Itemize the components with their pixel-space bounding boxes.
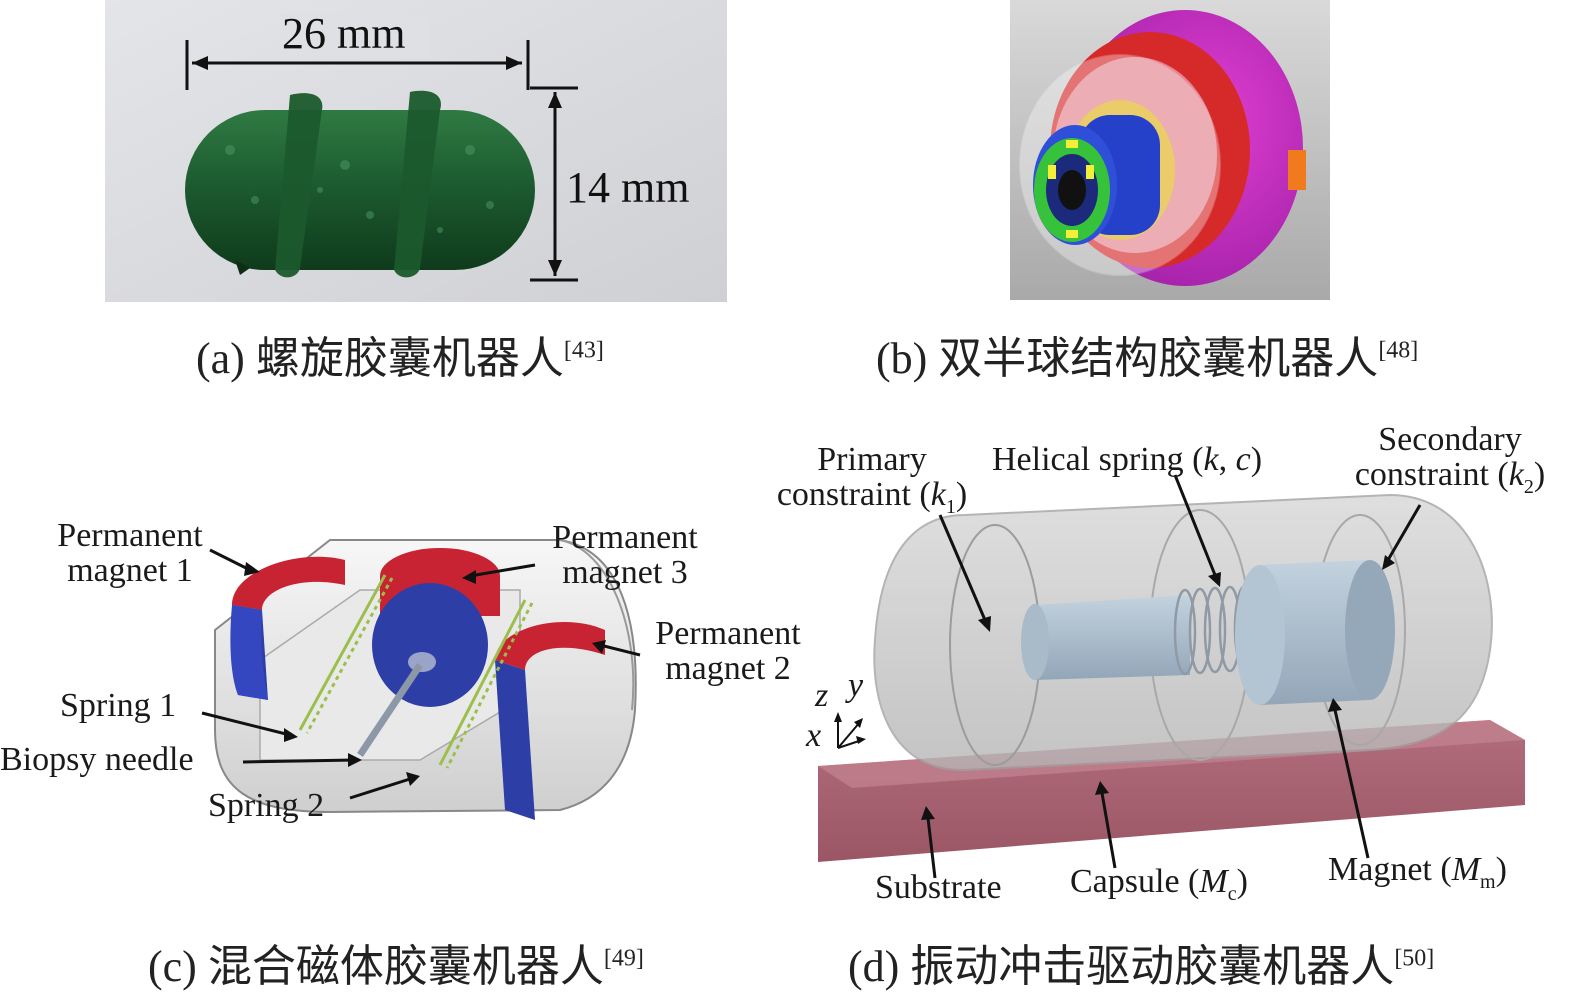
width-dimension-label: 26 mm bbox=[282, 8, 405, 59]
caption-d-text: (d) 振动冲击驱动胶囊机器人 bbox=[848, 942, 1394, 991]
label-pm3-line1: Permanent bbox=[535, 520, 715, 555]
label-secondary-k: k bbox=[1509, 456, 1524, 493]
label-secondary-constraint: Secondary constraint (k2) bbox=[1330, 422, 1570, 505]
label-helical-k: k bbox=[1204, 441, 1219, 478]
caption-c-ref: [49] bbox=[604, 945, 644, 971]
height-dimension-label: 14 mm bbox=[566, 162, 689, 213]
caption-b: (b) 双半球结构胶囊机器人[48] bbox=[876, 322, 1418, 386]
caption-a-text: (a) 螺旋胶囊机器人 bbox=[196, 334, 564, 383]
label-primary-line1: Primary bbox=[752, 442, 992, 477]
caption-d-ref: [50] bbox=[1394, 945, 1434, 971]
panel-b: (b) 双半球结构胶囊机器人[48] bbox=[790, 0, 1575, 390]
label-secondary-sub: 2 bbox=[1524, 476, 1534, 498]
label-helical-spring: Helical spring (k, c) bbox=[992, 442, 1262, 477]
label-magnet-sub: m bbox=[1480, 871, 1496, 893]
axis-y-text: y bbox=[848, 667, 863, 704]
label-capsule-sub: c bbox=[1228, 883, 1237, 905]
label-pm1-line1: Permanent bbox=[40, 518, 220, 553]
label-magnet: Magnet (Mm) bbox=[1328, 852, 1507, 900]
label-helical-c: c bbox=[1236, 441, 1251, 478]
label-pm1-line2: magnet 1 bbox=[40, 553, 220, 588]
caption-a-ref: [43] bbox=[564, 337, 604, 363]
label-spring-2: Spring 2 bbox=[208, 788, 324, 823]
label-secondary-line1: Secondary bbox=[1330, 422, 1570, 457]
label-magnet-m: M bbox=[1452, 851, 1480, 888]
label-magnet-prefix: Magnet ( bbox=[1328, 851, 1452, 888]
label-substrate: Substrate bbox=[875, 870, 1002, 905]
label-primary-prefix: constraint ( bbox=[777, 476, 931, 513]
axis-x-label: x bbox=[806, 718, 821, 753]
label-pm3-line2: magnet 3 bbox=[535, 555, 715, 590]
caption-c-text: (c) 混合磁体胶囊机器人 bbox=[148, 942, 604, 991]
label-primary-constraint: Primary constraint (k1) bbox=[752, 442, 992, 525]
label-biopsy-needle: Biopsy needle bbox=[0, 742, 194, 777]
label-secondary-prefix: constraint ( bbox=[1355, 456, 1509, 493]
label-permanent-magnet-3: Permanent magnet 3 bbox=[535, 520, 715, 590]
panel-a: 26 mm 14 mm (a) 螺旋胶囊机器人[43] bbox=[0, 0, 780, 390]
axis-z-text: z bbox=[815, 677, 828, 714]
caption-c: (c) 混合磁体胶囊机器人[49] bbox=[148, 930, 644, 994]
caption-b-text: (b) 双半球结构胶囊机器人 bbox=[876, 334, 1378, 383]
caption-d: (d) 振动冲击驱动胶囊机器人[50] bbox=[848, 930, 1434, 994]
caption-a: (a) 螺旋胶囊机器人[43] bbox=[196, 322, 604, 386]
axis-y-label: y bbox=[848, 668, 863, 703]
label-primary-line2: constraint (k1) bbox=[752, 477, 992, 525]
axis-z-label: z bbox=[815, 678, 828, 713]
label-primary-sub: 1 bbox=[946, 496, 956, 518]
axis-x-text: x bbox=[806, 717, 821, 754]
label-permanent-magnet-1: Permanent magnet 1 bbox=[40, 518, 220, 588]
label-primary-k: k bbox=[931, 476, 946, 513]
label-capsule: Capsule (Mc) bbox=[1070, 864, 1248, 912]
label-helical-prefix: Helical spring ( bbox=[992, 441, 1204, 478]
label-secondary-line2: constraint (k2) bbox=[1330, 457, 1570, 505]
label-capsule-m: M bbox=[1199, 863, 1227, 900]
label-capsule-prefix: Capsule ( bbox=[1070, 863, 1199, 900]
panel-c: Permanent magnet 1 Permanent magnet 3 Pe… bbox=[0, 400, 790, 1000]
label-spring-1: Spring 1 bbox=[60, 688, 176, 723]
caption-b-ref: [48] bbox=[1378, 337, 1418, 363]
panel-d: Primary constraint (k1) Helical spring (… bbox=[790, 400, 1575, 1000]
